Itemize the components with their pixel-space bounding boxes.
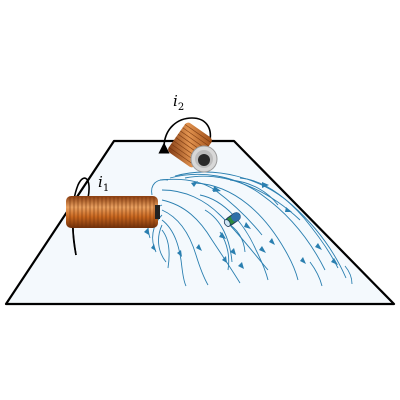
current-label-2: i2 (173, 92, 184, 113)
field-line-arrows (144, 181, 338, 269)
current-loop-2 (158, 117, 212, 154)
coil-1 (66, 177, 160, 256)
coil-2 (158, 117, 218, 173)
current-label-1: i1 (98, 173, 109, 194)
compass-needle (223, 212, 241, 227)
